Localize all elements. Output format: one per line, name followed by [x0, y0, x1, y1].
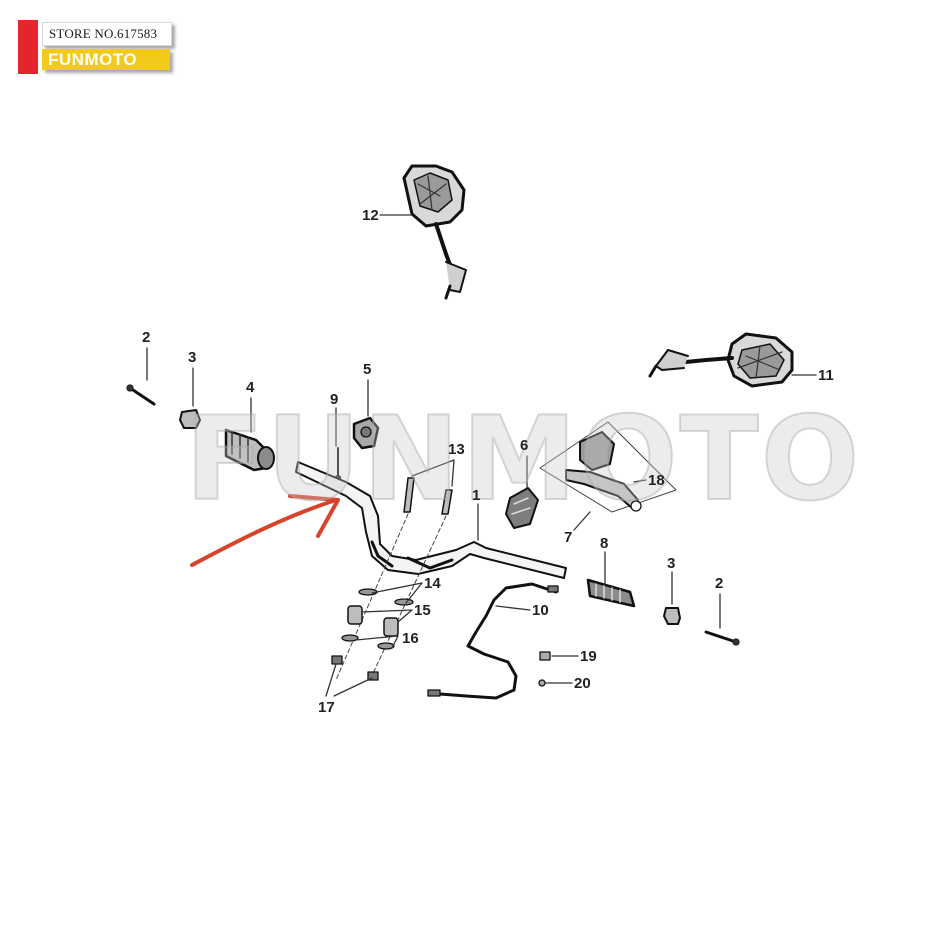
label-part-1: 1 [472, 487, 481, 504]
part-2-bolt-right [704, 630, 740, 646]
leader-18 [633, 479, 647, 483]
label-part-4: 4 [246, 379, 255, 396]
part-15-bushings [347, 605, 399, 637]
leader-17 [325, 663, 373, 697]
part-10-cable [427, 582, 559, 700]
label-part-6: 6 [520, 437, 529, 454]
leader-10 [495, 605, 531, 611]
leader-16 [355, 635, 399, 649]
part-19-clip [539, 651, 551, 661]
leader-15 [361, 609, 413, 623]
label-part-5: 5 [363, 361, 372, 378]
leader-7 [573, 511, 591, 531]
part-6-switch [505, 487, 539, 529]
brand-name: FUNMOTO [48, 50, 138, 69]
part-20-pin [538, 679, 546, 687]
label-part-20: 20 [574, 675, 591, 692]
part-3-bar-end-right [663, 607, 681, 625]
store-badge: STORE NO.617583 FUNMOTO [18, 20, 174, 74]
assembly-guides [335, 513, 447, 681]
part-2-bolt-left [126, 384, 156, 406]
label-part-2-left: 2 [142, 329, 151, 346]
label-part-2-right: 2 [715, 575, 724, 592]
part-16-washers [341, 634, 395, 650]
part-12-mirror-left [402, 164, 467, 300]
brand-plate: FUNMOTO [42, 49, 170, 70]
part-7-brake-assembly [539, 421, 677, 513]
part-4-throttle-grip [224, 428, 275, 472]
label-part-8: 8 [600, 535, 609, 552]
label-part-17: 17 [318, 699, 335, 716]
label-part-11: 11 [818, 367, 834, 384]
label-part-19: 19 [580, 648, 597, 665]
part-13-riser-bolts [403, 477, 453, 515]
badge-red-bar [18, 20, 38, 74]
label-part-12: 12 [362, 207, 379, 224]
store-number: STORE NO.617583 [49, 26, 158, 41]
part-8-grip [586, 578, 636, 608]
part-3-bar-end-left [179, 409, 201, 429]
watermark: FUNMOTO [184, 392, 862, 527]
part-17-nuts [331, 655, 379, 681]
label-part-10: 10 [532, 602, 549, 619]
leader-13 [411, 459, 455, 487]
label-part-7: 7 [564, 529, 573, 546]
label-part-3-left: 3 [188, 349, 197, 366]
red-pointer-arrow [190, 494, 340, 567]
label-part-16: 16 [402, 630, 419, 647]
label-part-15: 15 [414, 602, 431, 619]
label-part-18: 18 [648, 472, 665, 489]
part-11-mirror-right [648, 332, 794, 388]
part-14-washers [358, 588, 414, 606]
part-1-handlebar [295, 461, 567, 579]
part-5-switch-housing [352, 416, 380, 450]
store-number-plate: STORE NO.617583 [42, 22, 172, 46]
label-part-9: 9 [330, 391, 339, 408]
label-part-13: 13 [448, 441, 465, 458]
label-part-3-right: 3 [667, 555, 676, 572]
label-part-14: 14 [424, 575, 441, 592]
leader-14 [371, 582, 423, 604]
